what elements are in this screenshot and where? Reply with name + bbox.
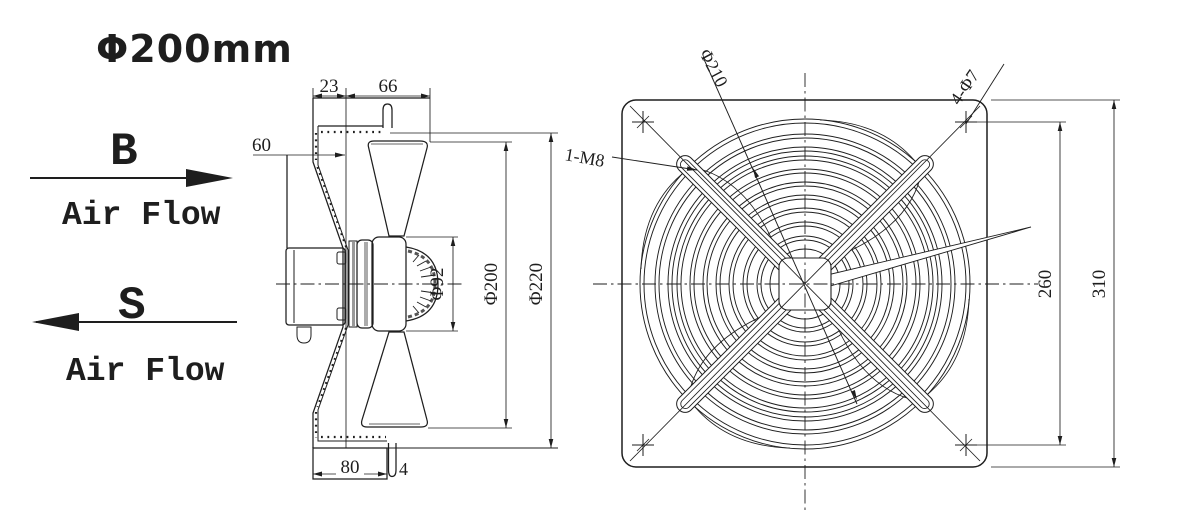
dim-60: 60 xyxy=(252,135,271,156)
holes-leader xyxy=(965,63,1005,125)
dim-260: 260 xyxy=(1035,270,1056,299)
dim-80: 80 xyxy=(341,457,360,478)
side-dimension-arrows xyxy=(313,93,554,477)
side-dimension-lines xyxy=(253,88,558,475)
airflow-s-label: Air Flow xyxy=(66,353,225,390)
mounting-plate-section xyxy=(312,97,558,480)
dim-66: 66 xyxy=(379,76,398,97)
airflow-s-legend: S Air Flow xyxy=(32,280,237,390)
airflow-b-letter: B xyxy=(110,126,138,178)
hatch-dots xyxy=(314,130,386,439)
label-1-m8: 1-M8 xyxy=(563,144,606,171)
drawing-title: Φ200mm xyxy=(96,27,293,71)
dim-4-phi7: 4-Φ7 xyxy=(946,66,983,108)
dim-310: 310 xyxy=(1089,270,1110,299)
front-dimension-lines xyxy=(974,99,1120,468)
dim-phi200: Φ200 xyxy=(481,263,502,305)
page-title: Φ200mm xyxy=(96,27,293,71)
mounting-hole-cross-br xyxy=(955,434,977,456)
dim-phi210: Φ210 xyxy=(695,45,732,90)
airflow-b-legend: B Air Flow xyxy=(30,126,233,234)
phi210-leader xyxy=(702,56,858,405)
mounting-hole-cross-tl xyxy=(632,111,654,133)
airflow-b-label: Air Flow xyxy=(62,197,221,234)
mounting-plate-front xyxy=(621,99,988,468)
airflow-b-arrow-right-icon xyxy=(186,169,233,187)
dim-4: 4 xyxy=(399,459,408,479)
top-flange-hook xyxy=(382,103,393,128)
fan-blade-top xyxy=(367,140,428,237)
dim-phi220: Φ220 xyxy=(526,263,547,305)
front-centerlines xyxy=(593,73,1038,512)
front-dimension-arrows xyxy=(1057,100,1117,467)
fan-blades-side xyxy=(360,140,428,428)
side-view: 23 66 60 80 4 Φ92 Φ200 Φ220 xyxy=(252,76,558,480)
rotor-end-bell xyxy=(405,246,439,322)
mounting-foot xyxy=(312,447,388,480)
m8-leader xyxy=(611,156,698,171)
front-view: Φ210 1-M8 4-Φ7 260 310 xyxy=(563,45,1120,512)
mounting-holes xyxy=(632,111,977,456)
dim-phi92: Φ92 xyxy=(427,268,448,301)
dim-23: 23 xyxy=(320,76,339,97)
airflow-s-arrow-left-icon xyxy=(32,313,79,331)
motor-body xyxy=(285,155,347,344)
diagonal-centerlines xyxy=(629,105,981,462)
mounting-hole-cross-bl xyxy=(632,434,654,456)
airflow-s-letter: S xyxy=(118,280,146,332)
fan-blade-bottom xyxy=(360,331,428,428)
cable-gland xyxy=(296,326,312,344)
bottom-flange-hook xyxy=(387,443,397,478)
mounting-hole-cross-tr xyxy=(955,111,977,133)
